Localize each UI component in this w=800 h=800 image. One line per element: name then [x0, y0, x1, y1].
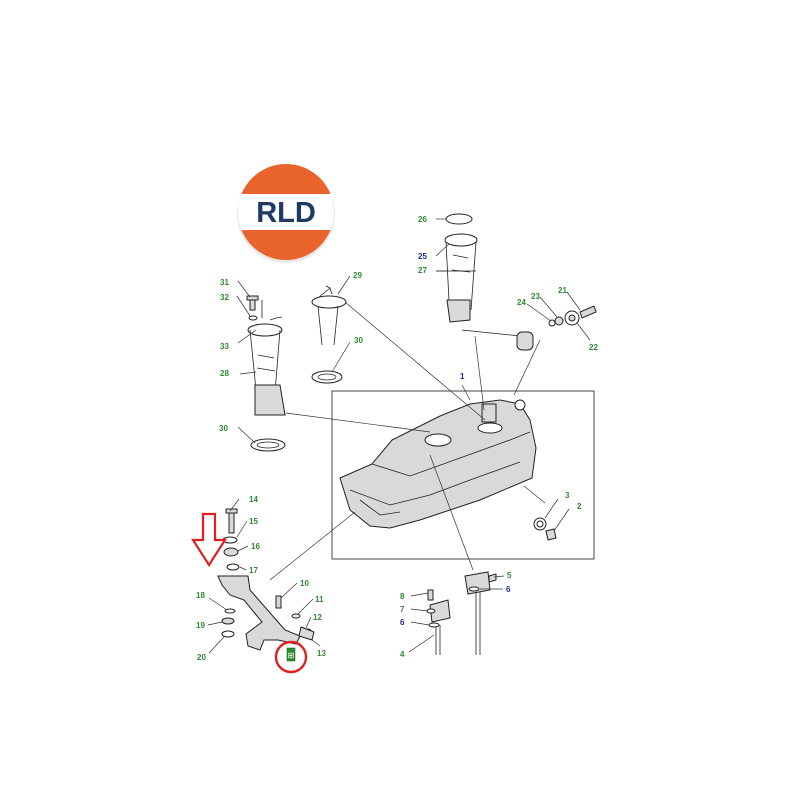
- highlighted-part-marker-glyph: ⊞: [288, 651, 295, 660]
- callout-8: 8: [400, 592, 405, 601]
- callout-25: 25: [418, 252, 427, 261]
- callout-27: 27: [418, 266, 427, 275]
- strap-assembly-4: [429, 571, 491, 655]
- washer-18: [224, 608, 236, 614]
- highlight-arrow: [190, 512, 228, 568]
- nut-23: [554, 316, 564, 326]
- callout-11: 11: [315, 595, 324, 604]
- callout-15: 15: [249, 517, 258, 526]
- callout-16: 16: [251, 542, 260, 551]
- callout-14: 14: [249, 495, 258, 504]
- drain-plug-21: [579, 305, 597, 319]
- callout-3: 3: [565, 491, 570, 500]
- rld-logo: RLD: [237, 164, 335, 263]
- callout-33: 33: [220, 342, 229, 351]
- callout-23: 23: [531, 292, 540, 301]
- callout-5: 5: [507, 571, 512, 580]
- nut-5: [488, 573, 497, 583]
- washer-24: [548, 319, 556, 327]
- callout-22: 22: [589, 343, 598, 352]
- nut-20: [221, 630, 235, 638]
- logo-text: RLD: [256, 197, 316, 229]
- washer-32: [248, 315, 258, 321]
- callout-29: 29: [353, 271, 362, 280]
- callout-32: 32: [220, 293, 229, 302]
- highlighted-part-marker: [286, 647, 296, 662]
- bush-19: [221, 617, 235, 625]
- callout-2: 2: [577, 502, 582, 511]
- callout-26: 26: [418, 215, 427, 224]
- callout-24: 24: [517, 298, 526, 307]
- nut-13: [298, 626, 315, 641]
- callout-31: 31: [220, 278, 229, 287]
- callout-6a: 6: [506, 585, 511, 594]
- highlight-circle: [274, 640, 308, 674]
- washer-6: [468, 586, 480, 592]
- callout-20: 20: [197, 653, 206, 662]
- callout-leaders: [207, 218, 591, 654]
- callout-28: 28: [220, 369, 229, 378]
- callout-4: 4: [400, 650, 405, 659]
- fuel-pump-assembly-28: [247, 300, 286, 416]
- callout-17: 17: [249, 566, 258, 575]
- callout-21: 21: [558, 286, 567, 295]
- tank-mounting-bracket: [217, 575, 301, 651]
- callout-labels: 1 2 3 4 5 6 6 7 8 10 11 12 13 14 15 16 1…: [196, 215, 598, 662]
- fuel-sender-29: [311, 285, 347, 346]
- logo-bottom-orange: [238, 230, 334, 260]
- callout-30-center: 30: [354, 336, 363, 345]
- washer-11: [291, 613, 301, 619]
- callout-13: 13: [317, 649, 326, 658]
- bolt-10: [275, 595, 282, 609]
- callout-1: 1: [460, 372, 465, 381]
- callout-6b: 6: [400, 618, 405, 627]
- callout-18: 18: [196, 591, 205, 600]
- bolt-14: [228, 510, 235, 534]
- callout-7: 7: [400, 605, 405, 614]
- logo-top-orange: [238, 164, 334, 194]
- callout-10: 10: [300, 579, 309, 588]
- bush-16: [223, 547, 239, 557]
- callout-12: 12: [313, 613, 322, 622]
- fuel-tank-1: [339, 399, 537, 529]
- callout-30-left: 30: [219, 424, 228, 433]
- washer-7: [426, 608, 436, 614]
- bolt-31: [246, 295, 259, 311]
- logo-band: [238, 194, 334, 230]
- tank-detail-frame: [331, 390, 595, 560]
- fuel-level-sender-assembly: [444, 233, 534, 351]
- washer-17: [226, 563, 240, 571]
- drain-plug-2: [545, 528, 557, 541]
- bolt-8: [427, 589, 434, 601]
- callout-19: 19: [196, 621, 205, 630]
- lock-ring-26: [445, 213, 473, 225]
